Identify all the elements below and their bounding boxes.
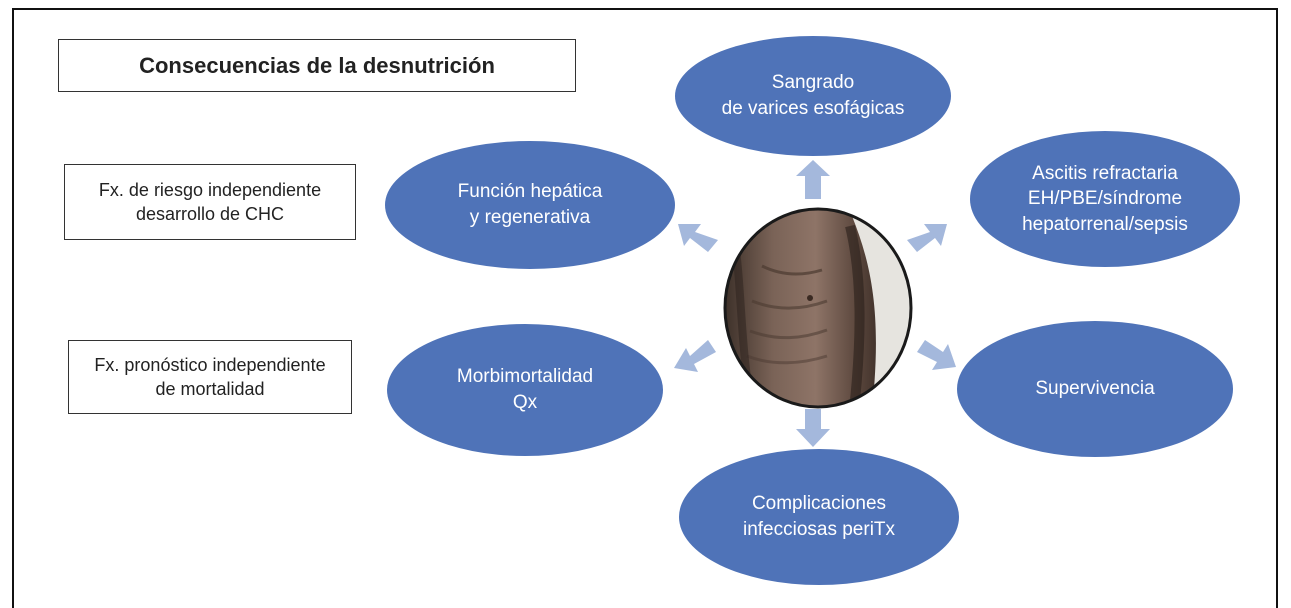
diagram-title: Consecuencias de la desnutrición	[58, 39, 576, 92]
note-box-risk-factor: Fx. de riesgo independiente desarrollo d…	[64, 164, 356, 240]
oval-variceal-bleeding: Sangrado de varices esofágicas	[675, 36, 951, 156]
note-risk-factor-text: Fx. de riesgo independiente desarrollo d…	[98, 179, 322, 224]
diagram-frame	[12, 8, 1278, 608]
oval-liver-function: Función hepática y regenerativa	[385, 141, 675, 269]
oval-surgical-morbimortality-label: Morbimortalidad Qx	[456, 366, 594, 413]
center-photo-torso	[722, 206, 914, 410]
note-box-prognostic-factor: Fx. pronóstico independiente de mortalid…	[68, 340, 352, 414]
diagram-title-text: Consecuencias de la desnutrición	[139, 52, 495, 78]
note-prognostic-factor-text: Fx. pronóstico independiente de mortalid…	[94, 354, 326, 399]
oval-survival: Supervivencia	[957, 321, 1233, 457]
arrow-down	[796, 409, 830, 447]
oval-infectious-complications-label: Complicaciones infecciosas periTx	[742, 493, 896, 540]
oval-survival-label: Supervivencia	[1035, 378, 1155, 400]
oval-surgical-morbimortality: Morbimortalidad Qx	[387, 324, 663, 456]
torso-image	[723, 207, 913, 409]
arrow-lower-right	[917, 340, 956, 370]
oval-infectious-complications: Complicaciones infecciosas periTx	[679, 449, 959, 585]
oval-liver-function-label: Función hepática y regenerativa	[457, 181, 603, 228]
oval-variceal-bleeding-label: Sangrado de varices esofágicas	[721, 72, 905, 119]
oval-refractory-ascites: Ascitis refractaria EH/PBE/síndrome hepa…	[970, 131, 1240, 267]
arrow-upper-right	[907, 224, 947, 252]
arrow-upper-left	[678, 224, 718, 252]
arrow-lower-left	[674, 340, 716, 372]
oval-refractory-ascites-label: Ascitis refractaria EH/PBE/síndrome hepa…	[1022, 162, 1188, 235]
arrow-up	[796, 160, 830, 199]
